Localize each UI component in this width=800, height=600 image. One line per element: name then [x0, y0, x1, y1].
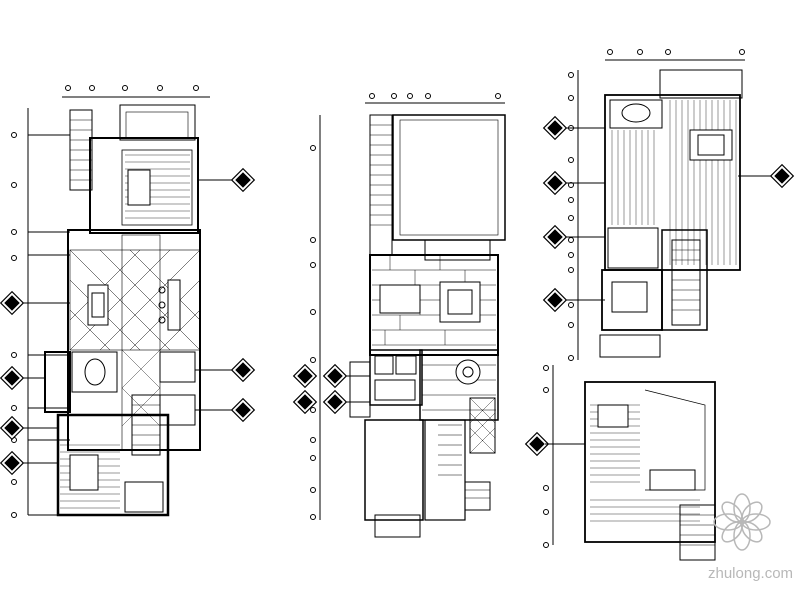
- callout-markers-right: [524, 115, 795, 457]
- plan-right-bottom: [543, 365, 716, 561]
- plan-middle: [310, 93, 506, 538]
- plan-right-top: [560, 49, 775, 361]
- plan-left: [11, 85, 238, 518]
- callout-markers-left: [0, 167, 256, 476]
- zhulong-flower-logo-icon: [713, 493, 771, 551]
- callout-markers-middle: [292, 363, 348, 415]
- watermark-text: zhulong.com: [708, 565, 793, 582]
